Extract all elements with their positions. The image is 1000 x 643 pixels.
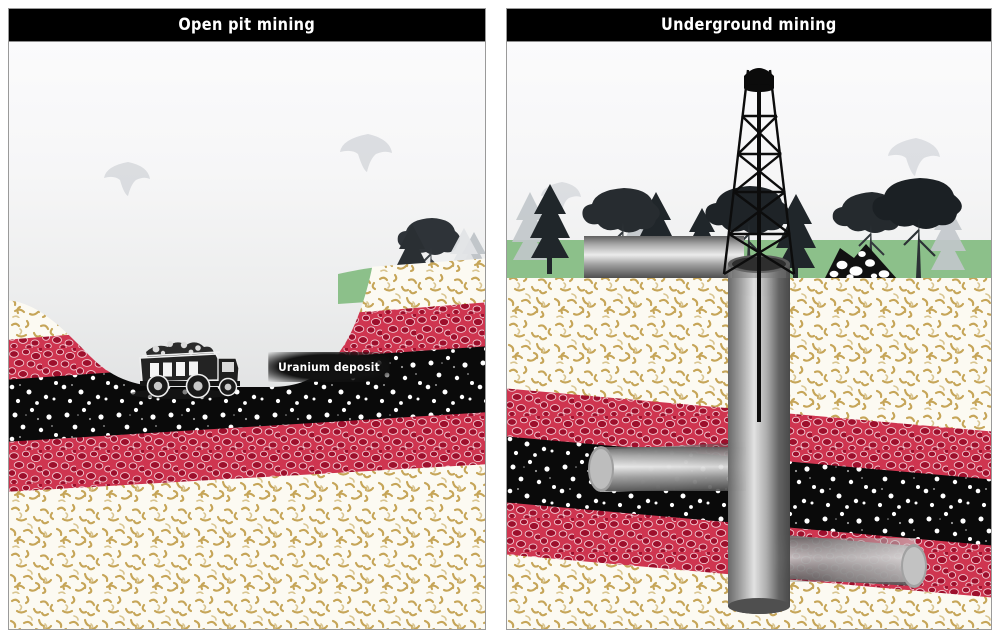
sandstone-layer-lower (8, 464, 486, 630)
drift-lower-right (774, 534, 927, 588)
panel-open-pit: Uranium deposit Open pit mining (8, 8, 486, 630)
panel-title-open-pit-text: Open pit mining (178, 15, 316, 34)
strata-stack-open-pit (8, 258, 486, 630)
tree-broadleaf (582, 178, 962, 278)
headframe-derrick (722, 69, 796, 276)
underground-geology (506, 68, 992, 630)
sandstone-layer-upper (8, 258, 486, 342)
uranium-deposit-label-text: Uranium deposit (278, 360, 380, 374)
distant-hazy-trees (104, 134, 392, 196)
haul-truck (130, 341, 240, 399)
scene-open-pit: Uranium deposit (8, 42, 486, 630)
vertical-mine-shaft-overlay (728, 278, 790, 614)
panel-title-underground-text: Underground mining (661, 15, 837, 34)
open-pit-geology (8, 134, 486, 630)
derrick-cap (744, 68, 774, 92)
red-conglomerate-lower (8, 412, 486, 494)
red-conglomerate-upper (8, 302, 486, 382)
panel-title-underground: Underground mining (506, 8, 992, 42)
panel-underground: Underground mining (506, 8, 992, 630)
horizontal-drift-upper-left (584, 236, 744, 278)
scene-underground (506, 42, 992, 630)
forest-treeline (512, 178, 966, 280)
uranium-deposit-label: Uranium deposit (268, 352, 390, 382)
panel-title-open-pit: Open pit mining (8, 8, 486, 42)
